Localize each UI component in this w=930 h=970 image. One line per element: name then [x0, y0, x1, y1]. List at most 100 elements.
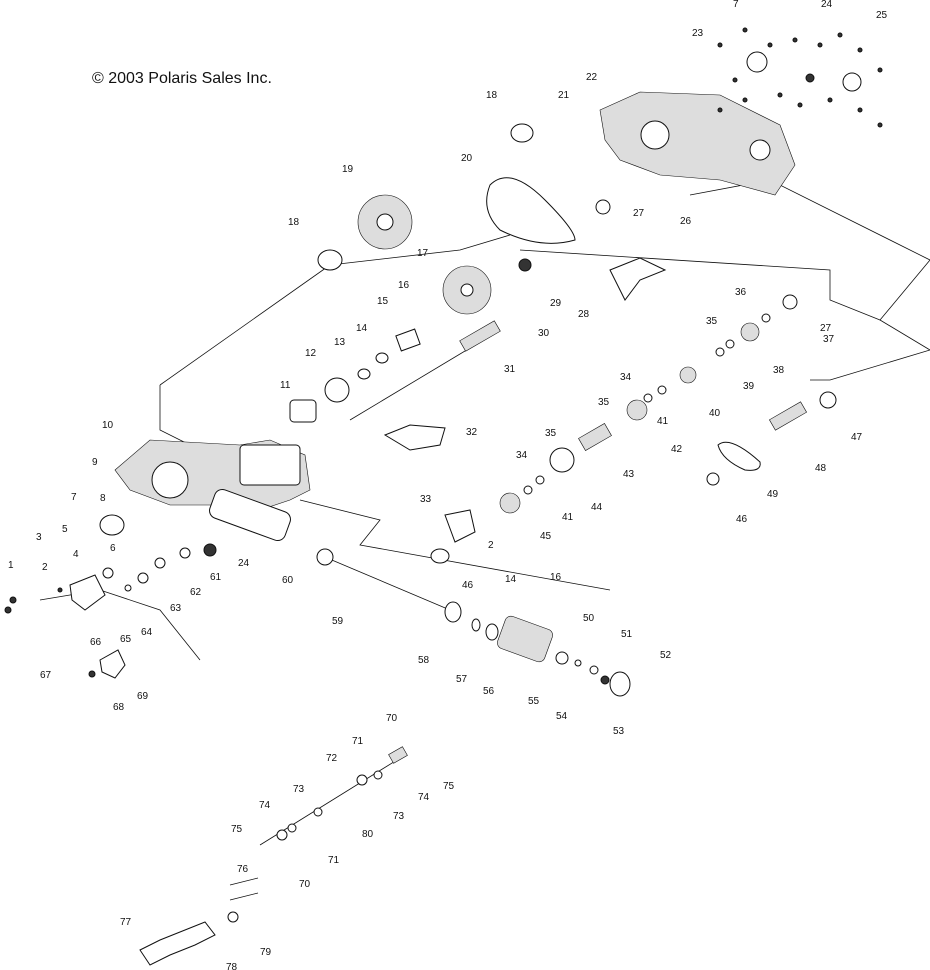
callout-c36: 36 [735, 287, 747, 298]
callout-c53: 53 [613, 726, 625, 737]
callout-c48: 48 [815, 463, 827, 474]
callout-c8: 8 [100, 493, 106, 504]
plate-15 [395, 328, 421, 352]
callout-c61: 61 [210, 572, 222, 583]
callout-c74a: 74 [259, 800, 271, 811]
ring-51 [589, 665, 599, 675]
callout-c32: 32 [466, 427, 478, 438]
callout-c15: 15 [377, 296, 389, 307]
nut-68 [88, 670, 96, 678]
gear-19 [357, 194, 413, 250]
drive-belt [486, 177, 576, 244]
callout-c57: 57 [456, 674, 468, 685]
callout-c60: 60 [282, 575, 294, 586]
callout-c11: 11 [280, 380, 291, 391]
callout-c41b: 41 [562, 512, 574, 523]
callout-c39: 39 [743, 381, 755, 392]
callout-c14a: 14 [356, 323, 368, 334]
nut-67 [4, 606, 12, 614]
callout-c56: 56 [483, 686, 495, 697]
ring-54 [574, 659, 582, 667]
starter-motor [209, 488, 291, 542]
callout-c43: 43 [623, 469, 635, 480]
seal-7-lower [99, 514, 125, 536]
callout-c75b: 75 [443, 781, 455, 792]
bearing-top [842, 72, 862, 92]
callout-c74b: 74 [418, 792, 430, 803]
callout-c20: 20 [461, 153, 473, 164]
callout-c40: 40 [709, 408, 721, 419]
right-cover [599, 91, 796, 196]
bearing-29 [518, 258, 532, 272]
ring-14 [375, 352, 389, 364]
callout-c67: 67 [40, 670, 52, 681]
shaft-59-end [316, 548, 334, 566]
oring-52 [609, 671, 631, 697]
pin-64 [124, 584, 132, 592]
bearing-46-right [706, 472, 720, 486]
bearing-47 [819, 391, 837, 409]
callout-c79: 79 [260, 947, 272, 958]
callout-c34a: 34 [620, 372, 632, 383]
callout-c27b: 27 [820, 323, 832, 334]
callout-c41a: 41 [657, 416, 669, 427]
callout-c73b: 73 [393, 811, 405, 822]
gear-stack-center [499, 294, 798, 514]
callout-c35b: 35 [706, 316, 718, 327]
callout-c47: 47 [851, 432, 863, 443]
callout-c2b: 2 [488, 540, 494, 551]
plate-33 [444, 509, 476, 543]
callout-c7b: 7 [71, 492, 77, 503]
callout-c50: 50 [583, 613, 595, 624]
callout-c70a: 70 [386, 713, 398, 724]
callout-c63: 63 [170, 603, 182, 614]
callout-c6: 6 [110, 543, 116, 554]
callout-c25: 25 [876, 10, 888, 21]
gear-17 [442, 265, 492, 315]
callout-c72: 72 [326, 753, 338, 764]
callout-c35a: 35 [598, 397, 610, 408]
bracket-69 [99, 649, 126, 679]
callout-c18a: 18 [486, 90, 498, 101]
nut-61 [179, 547, 191, 559]
cover-bolts [717, 27, 883, 128]
assembly-guide-lines [39, 179, 930, 661]
shift-fork [139, 877, 259, 966]
callout-c9: 9 [92, 457, 98, 468]
callout-c2a: 2 [42, 562, 48, 573]
callout-c77: 77 [120, 917, 132, 928]
callout-c21: 21 [558, 90, 570, 101]
nut-53 [600, 675, 610, 685]
callout-c10: 10 [102, 420, 114, 431]
callout-c5: 5 [62, 524, 68, 535]
callout-c29: 29 [550, 298, 562, 309]
callout-c58: 58 [418, 655, 430, 666]
callout-c65: 65 [120, 634, 132, 645]
callout-c42: 42 [671, 444, 683, 455]
callout-c69: 69 [137, 691, 149, 702]
callout-c13: 13 [334, 337, 346, 348]
callout-c23: 23 [692, 28, 704, 39]
ring-57 [471, 618, 481, 632]
callout-c66: 66 [90, 637, 102, 648]
callout-c1: 1 [8, 560, 14, 571]
bearing-27-upper [595, 199, 611, 215]
guard-32 [383, 424, 446, 451]
callout-c4: 4 [73, 549, 79, 560]
shaft-48 [769, 401, 807, 431]
main-case [114, 439, 311, 511]
ring-14-lower [485, 623, 499, 641]
callout-c16b: 16 [550, 572, 562, 583]
callout-c22: 22 [586, 72, 598, 83]
callout-c46a: 46 [462, 580, 474, 591]
callout-c59: 59 [332, 616, 344, 627]
washer-62 [154, 557, 166, 569]
callout-c78: 78 [226, 962, 238, 970]
bearing-58 [444, 601, 462, 623]
shaft-59 [319, 554, 451, 611]
nut-24-lower [203, 543, 217, 557]
callout-c49: 49 [767, 489, 779, 500]
callout-c3: 3 [36, 532, 42, 543]
